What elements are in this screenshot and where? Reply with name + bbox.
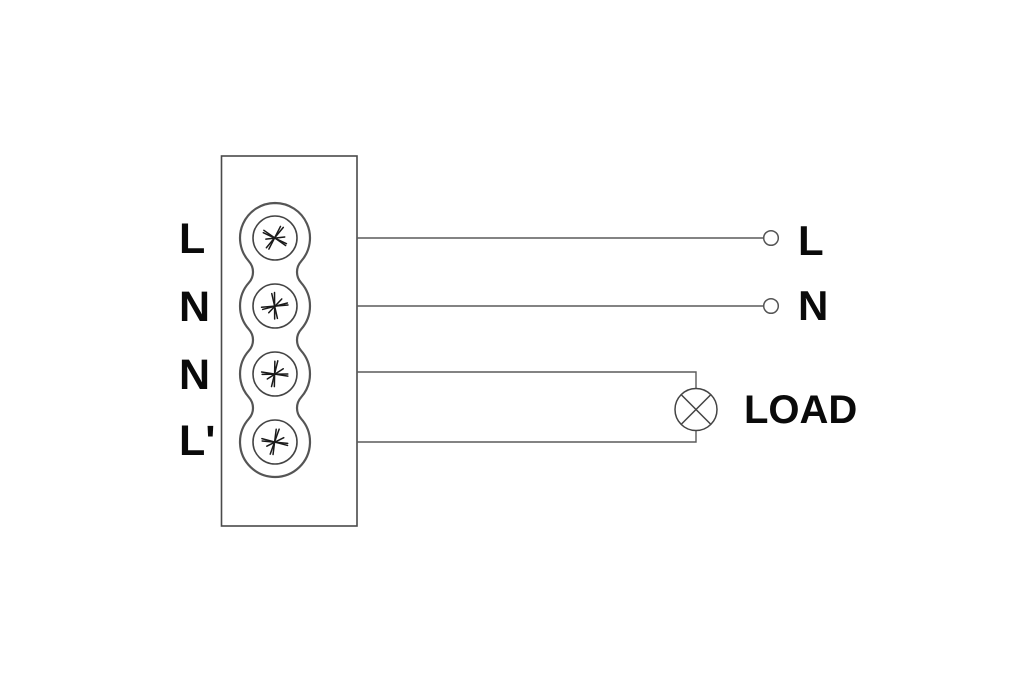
wire-label-load: LOAD bbox=[744, 388, 857, 432]
terminal-slot-outline bbox=[238, 201, 312, 479]
lamp-cross bbox=[680, 394, 712, 425]
neutral-terminal-circle bbox=[762, 297, 780, 315]
load-wire-top bbox=[357, 371, 697, 389]
load-wire-bottom bbox=[357, 430, 697, 443]
line-terminal-circle bbox=[762, 229, 780, 247]
wire-label-line: L bbox=[798, 217, 824, 264]
terminal-label-l: L bbox=[179, 215, 205, 263]
terminal-label-n2: N bbox=[179, 351, 210, 399]
wire-label-neutral: N bbox=[798, 282, 828, 329]
screw-terminal-l bbox=[252, 215, 298, 261]
screw-terminal-l-switched bbox=[252, 419, 298, 465]
terminal-label-l-switched: L' bbox=[179, 417, 216, 465]
terminal-block bbox=[220, 155, 358, 527]
terminal-label-n1: N bbox=[179, 283, 210, 331]
screw-terminal-n2 bbox=[252, 351, 298, 397]
screw-terminal-n1 bbox=[252, 283, 298, 329]
lamp-icon bbox=[674, 387, 718, 432]
